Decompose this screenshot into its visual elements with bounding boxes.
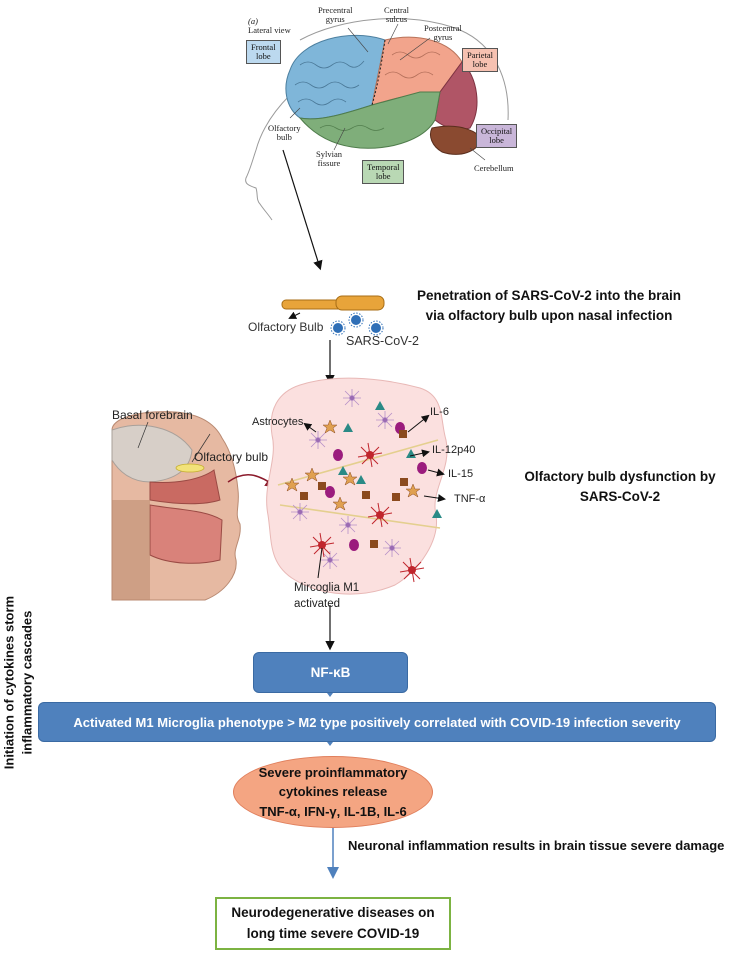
astrocytes — [291, 389, 401, 569]
cytokine-il12p40: IL-12p40 — [432, 444, 476, 456]
squares — [300, 430, 408, 548]
frontal-lobe-tag: Frontal lobe — [246, 40, 281, 64]
cytokine-il6: IL-6 — [430, 406, 449, 418]
olfactory-bulb-head-label: Olfactory bulb — [194, 450, 269, 464]
virus-label: SARS-CoV-2 — [346, 334, 419, 348]
parietal-lobe-tag: Parietal lobe — [462, 48, 498, 72]
virus-particles — [330, 312, 384, 336]
occipital-lobe-shape — [434, 61, 478, 131]
cerebellum-shape — [429, 125, 483, 155]
oval-line-3: TNF-α, IFN-γ, IL-1B, IL-6 — [259, 803, 407, 819]
temporal-lobe-shape — [298, 91, 441, 149]
astrocytes-label: Astrocytes — [252, 416, 304, 428]
circles — [325, 422, 427, 551]
arrow-brain-to-bulb — [282, 149, 323, 271]
label-sylvian-fissure: Sylvian fissure — [316, 149, 342, 168]
triangles — [338, 401, 442, 518]
cytokine-tnfa: TNF-α — [454, 493, 486, 505]
oval-line-2: cytokines release — [278, 784, 388, 800]
connector-nfkb — [327, 693, 333, 697]
microglia-phenotype-box: Activated M1 Microglia phenotype > M2 ty… — [38, 702, 716, 742]
neuronal-inflammation-label: Neuronal inflammation results in brain t… — [348, 838, 725, 853]
label-olfactory-bulb: Olfactory bulb — [268, 123, 301, 142]
label-cerebellum: Cerebellum — [474, 163, 514, 173]
microglia-label: Mircoglia M1 activated — [294, 582, 360, 611]
brain-leader-lines — [289, 23, 486, 161]
olfactory-bulb-illustration — [281, 295, 385, 319]
stars — [284, 419, 421, 511]
olfactory-bulb-label: Olfactory Bulb — [248, 320, 324, 334]
cytokine-il15: IL-15 — [448, 468, 474, 480]
inflammation-caption: Olfactory bulb dysfunction by SARS-CoV-2 — [524, 469, 716, 504]
label-precentral-gyrus: Precentral gyrus — [318, 5, 353, 24]
cytokine-storm-side-label: Initiation of cytokines storm inflammato… — [1, 595, 34, 770]
cytokines-release-oval: Severe proinflammatory cytokines release… — [233, 756, 433, 828]
occipital-lobe-tag: Occipital lobe — [476, 124, 518, 148]
cytokine-arrows — [303, 414, 446, 579]
connector-microglia — [327, 742, 333, 746]
label-central-sulcus: Central sulcus — [384, 5, 410, 24]
final-outcome-box: Neurodegenerative diseases on long time … — [215, 897, 451, 950]
brain-illustration — [285, 34, 483, 155]
basal-forebrain-label: Basal forebrain — [112, 408, 193, 422]
oval-line-1: Severe proinflammatory — [258, 764, 408, 780]
head-outline — [245, 18, 509, 221]
label-postcentral-gyrus: Postcentral gyrus — [424, 23, 462, 42]
panel-label: (a) Lateral view — [248, 15, 291, 35]
head-leader-lines — [137, 421, 211, 463]
head-sagittal-illustration — [111, 411, 241, 601]
nfkb-box: NF-κB — [253, 652, 408, 693]
temporal-lobe-tag: Temporal lobe — [362, 160, 405, 184]
bulb-caption: Penetration of SARS-CoV-2 into the brain… — [416, 288, 681, 323]
